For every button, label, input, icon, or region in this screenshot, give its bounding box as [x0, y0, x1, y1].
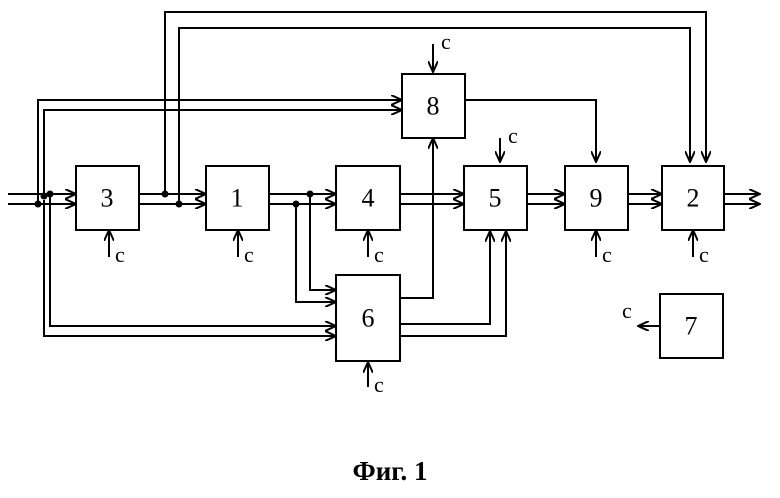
clock-label-4: c: [374, 242, 384, 267]
block-3: 3: [76, 166, 139, 230]
clock-label-6: c: [374, 372, 384, 397]
block-1: 1: [206, 166, 269, 230]
block-6-label: 6: [362, 304, 375, 333]
clock-label-5: c: [508, 123, 518, 148]
block-4-label: 4: [362, 184, 375, 213]
clock-label-2: c: [699, 242, 709, 267]
block-2-label: 2: [687, 184, 700, 213]
block-4: 4: [336, 166, 400, 230]
block-8: 8: [402, 74, 465, 138]
block-9: 9: [565, 166, 628, 230]
block-3-label: 3: [101, 184, 114, 213]
block-6: 6: [336, 275, 400, 361]
block-diagram: 3 1 4 5 9 2 8 6 7 c c c c c c c c: [0, 0, 780, 450]
clock-label-1: c: [244, 242, 254, 267]
block-2: 2: [662, 166, 724, 230]
block-7: 7: [660, 294, 723, 358]
block-5-label: 5: [489, 184, 502, 213]
block-8-label: 8: [427, 92, 440, 121]
block-1-label: 1: [231, 184, 244, 213]
clock-label-7: c: [622, 298, 632, 323]
block-5: 5: [464, 166, 527, 230]
block-7-label: 7: [685, 312, 698, 341]
clock-label-9: c: [602, 242, 612, 267]
figure-caption: Фиг. 1: [0, 456, 780, 487]
clock-label-3: c: [115, 242, 125, 267]
clock-label-8: c: [441, 29, 451, 54]
block-9-label: 9: [590, 184, 603, 213]
